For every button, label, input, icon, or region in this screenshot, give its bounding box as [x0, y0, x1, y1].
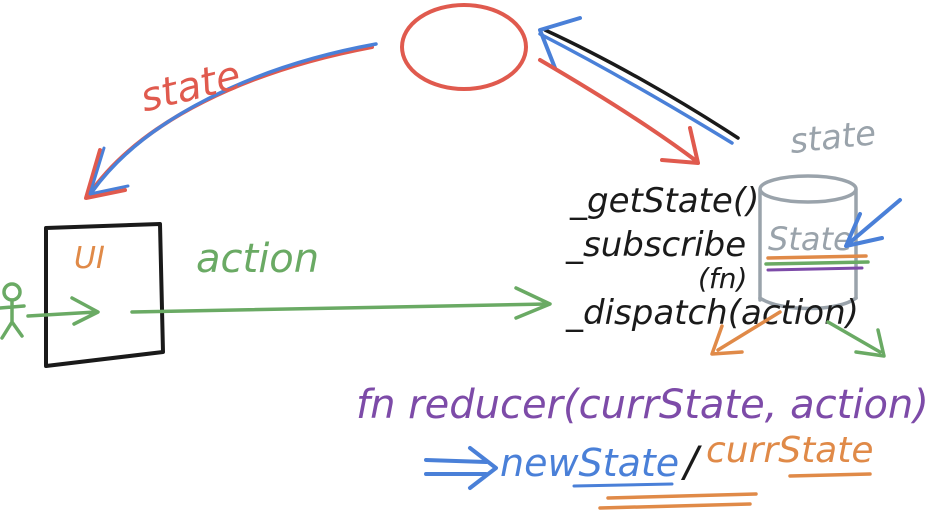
circle-to-store-arrowhead	[660, 126, 700, 165]
action-arrowhead	[514, 286, 552, 320]
state-arrow-blue	[90, 42, 378, 194]
ui-label: UI	[74, 241, 105, 276]
state-label-top: state	[136, 52, 245, 121]
circle-to-store-red	[538, 58, 697, 162]
curr-state-underline-2	[598, 502, 752, 510]
new-state-text: newState	[500, 441, 679, 485]
dispatch-to-reducer-orange	[710, 310, 782, 356]
new-state-underline	[572, 482, 674, 488]
dispatch-to-reducer-green	[826, 320, 886, 358]
store-inner-state: State	[768, 220, 853, 258]
store-to-circle-arrowhead	[538, 16, 582, 70]
user-to-ui-arrow	[26, 296, 100, 326]
store-stripe-orange	[766, 254, 868, 260]
state-arrowhead-blue	[88, 146, 130, 196]
double-arrow-icon	[424, 446, 498, 490]
curr-state-underline-1	[606, 492, 758, 500]
store-state-label: state	[788, 113, 878, 162]
store-to-circle-blue	[538, 32, 734, 145]
state-arrowhead	[84, 148, 127, 200]
store-input-arrow	[844, 198, 902, 248]
top-circle	[400, 3, 528, 91]
ui-box	[44, 222, 165, 368]
user-icon	[0, 282, 26, 340]
store-stripe-purple	[766, 266, 864, 272]
get-state-text: _getState()	[569, 181, 759, 221]
reducer-text: fn reducer(currState, action)	[356, 382, 925, 428]
result-separator: /	[680, 437, 702, 486]
action-arrow	[130, 302, 550, 314]
dispatch-text: _dispatch(action)	[565, 293, 859, 333]
curr-state-underline-3	[788, 472, 872, 478]
subscribe-text: _subscribe	[565, 225, 746, 265]
store-to-circle-black	[543, 28, 740, 140]
store-stripe-green	[764, 260, 870, 266]
subscribe-arg-text: (fn)	[698, 262, 747, 295]
action-label: action	[196, 236, 319, 282]
curr-state-text: currState	[706, 430, 874, 471]
